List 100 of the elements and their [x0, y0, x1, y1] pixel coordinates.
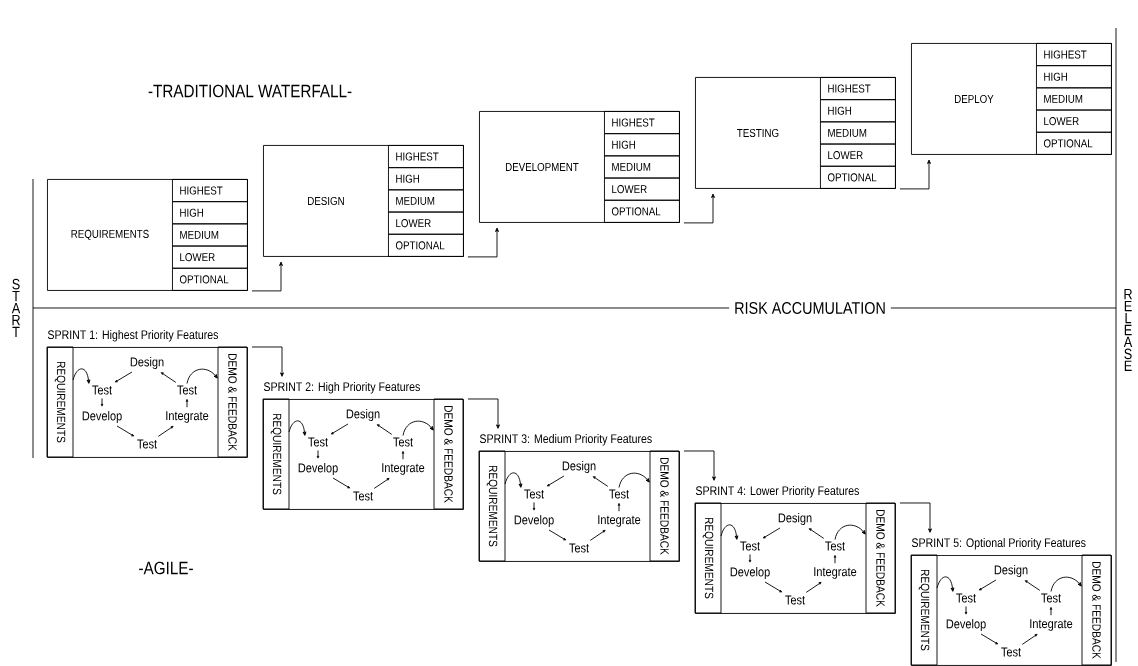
arrow	[899, 502, 932, 533]
step-text: Design	[778, 512, 812, 526]
priority-cell: LOWER	[820, 143, 896, 167]
step-text: Test	[353, 491, 374, 501]
priority-cell: LOWER	[1036, 109, 1112, 133]
priority-cell: OPTIONAL	[172, 267, 248, 291]
step-text: Integrate	[1030, 619, 1073, 631]
arrow	[157, 426, 174, 437]
step-text: Design	[562, 460, 596, 474]
step-text: Integrate	[814, 567, 857, 579]
arrow	[288, 420, 307, 436]
priority-cell: HIGHEST	[388, 145, 464, 169]
priority-cell: MEDIUM	[820, 121, 896, 145]
vertical-label: START	[11, 278, 21, 338]
node-label: SPRINT 2: High Priority Features	[263, 381, 420, 394]
side-panel: DEMO & FEEDBACK	[865, 502, 896, 614]
step-text: Test	[609, 489, 630, 499]
arrow	[100, 398, 104, 407]
step-text: Design	[130, 356, 164, 370]
arrow	[805, 582, 822, 593]
step-text: Integrate	[382, 463, 425, 475]
priority-cell: LOWER	[388, 211, 464, 235]
priority-cell: OPTIONAL	[820, 165, 896, 189]
arrow	[978, 579, 997, 591]
priority-cell: HIGH	[388, 167, 464, 191]
priority-cell: HIGH	[820, 99, 896, 123]
arrow	[1049, 606, 1053, 616]
arrow	[401, 450, 405, 460]
step-text: Test	[740, 541, 761, 551]
side-panel: DEMO & FEEDBACK	[433, 398, 464, 510]
step-text: Test	[137, 439, 158, 449]
arrow	[618, 472, 650, 488]
step-text: Design	[346, 408, 380, 422]
priority-cell: HIGHEST	[172, 179, 248, 203]
arrow	[720, 524, 739, 540]
arrow	[1050, 576, 1082, 592]
priority-cell: HIGHEST	[820, 77, 896, 101]
priority-cell: HIGH	[1036, 65, 1112, 89]
step-text: Develop	[514, 514, 554, 528]
arrow	[808, 528, 825, 539]
priority-cell: OPTIONAL	[1036, 131, 1112, 155]
priority-cell: HIGHEST	[1036, 43, 1112, 67]
arrow	[617, 502, 621, 512]
priority-cell: OPTIONAL	[388, 233, 464, 257]
node-label: SPRINT 5: Optional Priority Features	[911, 537, 1086, 550]
arrow	[764, 581, 783, 593]
arrow	[114, 371, 133, 383]
arrow	[980, 633, 999, 645]
priority-cell: HIGH	[172, 201, 248, 225]
priority-cell: HIGHEST	[604, 111, 680, 135]
step-text: Test	[1041, 593, 1062, 603]
side-panel: DEMO & FEEDBACK	[649, 450, 680, 562]
arrow	[72, 368, 91, 384]
arrow	[116, 425, 135, 437]
step-text: Develop	[82, 410, 122, 424]
step-text: Test	[177, 385, 198, 395]
side-panel: REQUIREMENTS	[694, 502, 722, 614]
priority-cell: MEDIUM	[604, 155, 680, 179]
step-text: Develop	[298, 462, 338, 476]
arrow	[1021, 634, 1038, 645]
section-title: -AGILE-	[139, 561, 193, 575]
arrow	[592, 476, 609, 487]
step-text: Design	[994, 564, 1028, 578]
priority-cell: HIGH	[604, 133, 680, 157]
arrow	[748, 554, 752, 563]
arrow	[683, 193, 715, 224]
arrow	[316, 450, 320, 459]
step-text: Develop	[946, 618, 986, 632]
arrow	[504, 472, 523, 488]
priority-cell: LOWER	[604, 177, 680, 201]
node-label: SPRINT 4: Lower Priority Features	[695, 485, 859, 498]
arrow	[376, 424, 393, 435]
step-text: Test	[825, 541, 846, 551]
arrow	[186, 368, 218, 384]
section-title: -TRADITIONAL WATERFALL-	[148, 84, 352, 98]
vertical-label: RELEASE	[1123, 289, 1133, 371]
arrow	[683, 450, 716, 481]
side-panel: REQUIREMENTS	[262, 398, 290, 510]
arrow	[160, 372, 177, 383]
arrow	[330, 423, 349, 435]
side-panel: DEMO & FEEDBACK	[1081, 554, 1112, 666]
arrow	[936, 576, 955, 592]
arrow	[548, 529, 567, 541]
side-panel: REQUIREMENTS	[478, 450, 506, 562]
priority-cell: OPTIONAL	[604, 199, 680, 223]
step-text: Integrate	[166, 411, 209, 423]
priority-cell: LOWER	[172, 245, 248, 269]
arrow	[402, 420, 434, 436]
side-panel: REQUIREMENTS	[46, 346, 74, 458]
arrow	[762, 527, 781, 539]
step-text: Integrate	[598, 515, 641, 527]
step-text: Test	[92, 385, 113, 395]
step-text: Test	[308, 437, 329, 447]
arrow	[332, 477, 351, 489]
side-panel: DEMO & FEEDBACK	[217, 346, 248, 458]
arrow	[546, 475, 565, 487]
arrow	[589, 530, 606, 541]
priority-cell: MEDIUM	[388, 189, 464, 213]
timeline-label: RISK ACCUMULATION	[729, 297, 891, 319]
step-text: Test	[393, 437, 414, 447]
